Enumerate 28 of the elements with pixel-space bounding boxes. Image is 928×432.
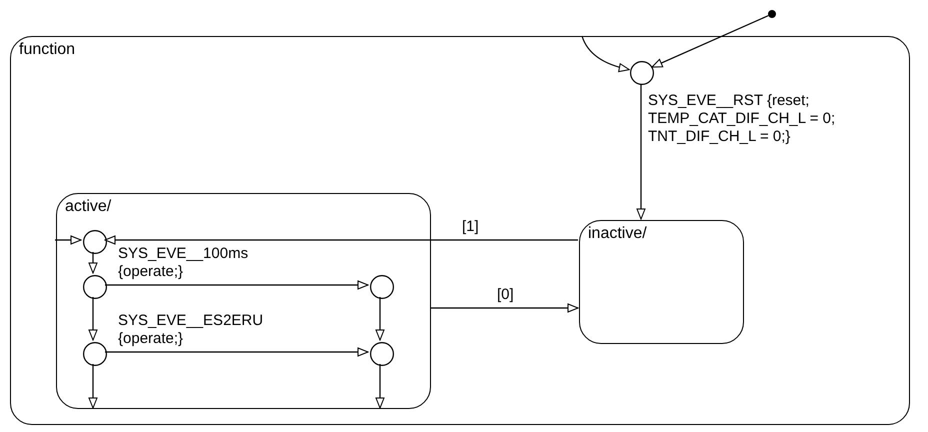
state-name: inactive/ [588, 225, 647, 243]
state-name: function [19, 41, 76, 59]
junction-circle [83, 230, 107, 254]
transition-arrow [104, 236, 578, 244]
transition-arrow [55, 236, 82, 244]
transition-arrow [88, 252, 98, 274]
state-box [579, 220, 744, 344]
junction-circle [370, 275, 394, 299]
transition-arrow [581, 36, 630, 72]
edge-label: [0] [497, 286, 514, 304]
transition-arrow [376, 297, 384, 340]
junction-circle [370, 342, 394, 366]
transition-arrow [105, 348, 368, 356]
state-name: active/ [65, 198, 112, 216]
state-box [10, 36, 910, 425]
transition-arrow [88, 297, 98, 340]
junction-circle [630, 61, 654, 85]
transition-arrow [651, 15, 769, 68]
transition-arrow [430, 304, 578, 312]
state-box [56, 193, 431, 409]
transition-arrow [376, 364, 384, 408]
junction-circle [83, 342, 107, 366]
initial-dot [768, 10, 776, 18]
transition-arrow [636, 84, 646, 220]
transition-arrow [105, 280, 368, 290]
edge-label: [1] [462, 218, 479, 236]
transition-arrow [88, 364, 98, 408]
junction-circle [83, 275, 107, 299]
